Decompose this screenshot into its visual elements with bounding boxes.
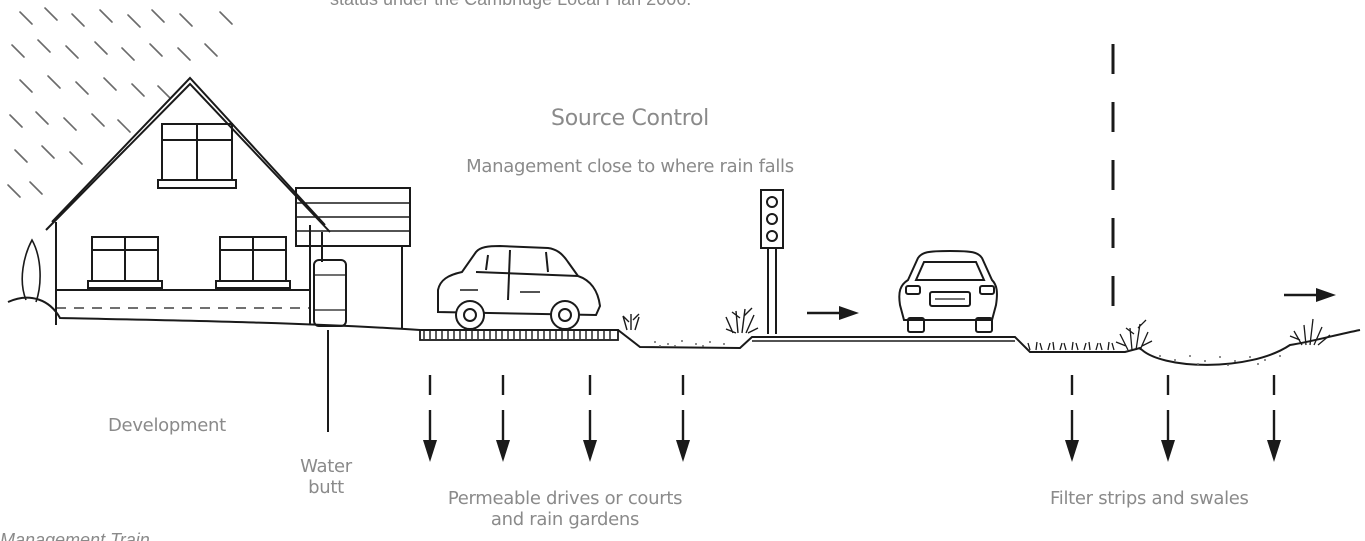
rain-streaks [7, 7, 233, 198]
infiltration-arrow [1065, 375, 1079, 462]
outflow-arrow [1284, 288, 1336, 302]
filter-strip-swale [1027, 318, 1331, 366]
footer-text-cut: Management Train [0, 530, 150, 541]
filter-strips-label: Filter strips and swales [1050, 488, 1249, 509]
garage [295, 187, 411, 328]
car-side [437, 244, 602, 330]
permeable-paving [419, 329, 619, 341]
infiltration-arrow [676, 375, 690, 462]
infiltration-arrow [1267, 375, 1281, 462]
water-butt [313, 232, 347, 327]
rain-garden [622, 307, 759, 347]
infiltration-arrow [423, 375, 437, 462]
water-butt-label: Water butt [300, 456, 352, 498]
house [21, 76, 331, 325]
ground-line [7, 296, 1361, 366]
header-text-cut: status under the Cambridge Local Plan 20… [330, 0, 691, 10]
infiltration-arrow [496, 375, 510, 462]
permeable-drives-label: Permeable drives or courts and rain gard… [447, 488, 683, 530]
traffic-light [760, 189, 784, 334]
source-control-title: Source Control [551, 106, 709, 131]
infiltration-arrow [1161, 375, 1175, 462]
development-label: Development [108, 415, 226, 436]
infiltration-arrow [583, 375, 597, 462]
source-control-subtitle: Management close to where rain falls [466, 156, 794, 177]
infiltration-arrows [423, 375, 1281, 462]
car-front [898, 249, 998, 333]
traffic-arrow [807, 306, 859, 320]
